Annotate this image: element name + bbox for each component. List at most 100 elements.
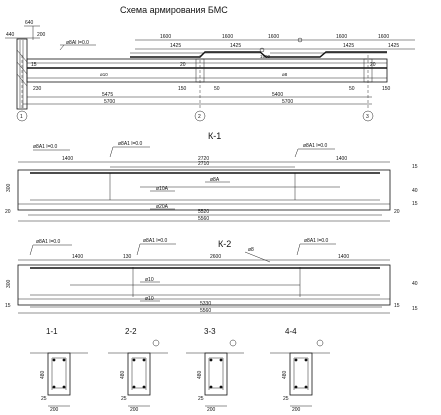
svg-text:15: 15 xyxy=(31,62,37,68)
svg-text:15: 15 xyxy=(412,201,418,207)
svg-text:15: 15 xyxy=(412,306,418,312)
svg-text:3-3: 3-3 xyxy=(204,327,216,336)
svg-text:1400: 1400 xyxy=(336,156,347,162)
beam-outline xyxy=(26,58,388,83)
svg-text:1-1: 1-1 xyxy=(46,327,58,336)
svg-text:5700: 5700 xyxy=(282,99,293,105)
svg-text:25: 25 xyxy=(283,396,289,402)
svg-text:200: 200 xyxy=(130,407,139,413)
svg-text:1400: 1400 xyxy=(62,156,73,162)
svg-text:1400: 1400 xyxy=(338,254,349,260)
svg-text:3: 3 xyxy=(366,114,369,120)
svg-text:230: 230 xyxy=(33,86,42,92)
svg-text:1425: 1425 xyxy=(170,43,181,49)
svg-text:5330: 5330 xyxy=(200,301,211,307)
axis-markers: 1 2 3 xyxy=(16,110,374,122)
svg-text:1600: 1600 xyxy=(222,34,233,40)
svg-text:150: 150 xyxy=(178,86,187,92)
svg-text:ø8A1 l=0.0: ø8A1 l=0.0 xyxy=(143,238,168,244)
k2-beam-body xyxy=(17,264,391,306)
rebar-label-top: ø8AI l=0.0 xyxy=(66,40,89,46)
svg-text:25: 25 xyxy=(198,396,204,402)
svg-text:480: 480 xyxy=(120,370,126,379)
svg-text:ø8A1 l=0.0: ø8A1 l=0.0 xyxy=(304,238,329,244)
svg-text:50: 50 xyxy=(349,86,355,92)
svg-text:ø8: ø8 xyxy=(248,247,254,253)
svg-text:25: 25 xyxy=(41,396,47,402)
svg-text:20: 20 xyxy=(394,209,400,215)
cut-3-3: 3-3 480 25 200 xyxy=(186,327,244,413)
svg-text:480: 480 xyxy=(40,370,46,379)
axis-2 xyxy=(194,110,206,122)
svg-text:ø10: ø10 xyxy=(145,296,154,302)
svg-text:ø8A1 l=0.0: ø8A1 l=0.0 xyxy=(33,144,58,150)
section-k2: К-2 ø8A1 l=0.0 ø8A1 l=0.0 ø8A1 l=0.0 ø8 … xyxy=(5,238,418,314)
svg-text:20: 20 xyxy=(5,209,11,215)
svg-text:1500: 1500 xyxy=(260,54,271,59)
svg-text:1425: 1425 xyxy=(230,43,241,49)
svg-text:15: 15 xyxy=(5,303,11,309)
svg-text:2: 2 xyxy=(198,114,201,120)
k1-beam-body xyxy=(17,169,391,211)
dim-left-440: 440 xyxy=(6,32,15,38)
svg-text:1600: 1600 xyxy=(336,34,347,40)
svg-text:15: 15 xyxy=(412,164,418,170)
svg-text:5520: 5520 xyxy=(198,209,209,215)
section-k1-title: К-1 xyxy=(208,131,221,141)
svg-text:ø8A1 l=0.0: ø8A1 l=0.0 xyxy=(303,143,328,149)
svg-text:1600: 1600 xyxy=(268,34,279,40)
svg-text:50: 50 xyxy=(214,86,220,92)
left-column xyxy=(16,38,28,110)
svg-text:ø20A: ø20A xyxy=(156,204,169,210)
section-k1: К-1 ø8A1 l=0.0 ø8A1 l=0.0 ø8A1 l=0.0 140… xyxy=(5,131,418,222)
dim-left-200: 200 xyxy=(37,32,46,38)
svg-text:480: 480 xyxy=(282,370,288,379)
cut-4-4: 4-4 480 25 200 xyxy=(270,327,330,413)
svg-text:2720: 2720 xyxy=(198,156,209,162)
svg-text:1425: 1425 xyxy=(388,43,399,49)
svg-text:200: 200 xyxy=(207,407,216,413)
cut-1-1: 1-1 480 25 200 xyxy=(30,327,88,413)
svg-text:2-2: 2-2 xyxy=(125,327,137,336)
top-dimension-chain: 1600 1600 1600 1600 1600 1425 1425 1425 … xyxy=(135,34,415,50)
svg-text:1: 1 xyxy=(20,114,23,120)
svg-text:200: 200 xyxy=(50,407,59,413)
cross-sections: 1-1 480 25 200 2-2 xyxy=(30,327,330,413)
svg-text:ø8A: ø8A xyxy=(210,177,220,183)
axis-3 xyxy=(362,110,374,122)
svg-text:150: 150 xyxy=(382,86,391,92)
section-k2-title: К-2 xyxy=(218,239,231,249)
svg-text:4-4: 4-4 xyxy=(285,327,297,336)
svg-text:ø10: ø10 xyxy=(100,72,108,77)
svg-text:40: 40 xyxy=(412,188,418,194)
cut-2-2: 2-2 480 25 200 xyxy=(108,327,168,413)
svg-text:ø8A1 l=0.0: ø8A1 l=0.0 xyxy=(36,239,61,245)
svg-text:20: 20 xyxy=(180,62,186,68)
svg-text:130: 130 xyxy=(123,254,132,260)
svg-text:200: 200 xyxy=(292,407,301,413)
svg-text:1400: 1400 xyxy=(72,254,83,260)
svg-text:1600: 1600 xyxy=(160,34,171,40)
svg-text:2600: 2600 xyxy=(210,254,221,260)
svg-text:5475: 5475 xyxy=(102,92,113,98)
scheme-title: Схема армирования БМС xyxy=(120,5,228,15)
svg-text:ø8: ø8 xyxy=(282,72,288,77)
svg-text:5560: 5560 xyxy=(198,216,209,222)
axis-1 xyxy=(16,110,28,122)
svg-text:2710: 2710 xyxy=(198,161,209,167)
svg-text:5700: 5700 xyxy=(104,99,115,105)
svg-text:25: 25 xyxy=(121,396,127,402)
svg-text:480: 480 xyxy=(197,370,203,379)
svg-text:5400: 5400 xyxy=(272,92,283,98)
svg-text:ø10A: ø10A xyxy=(156,186,169,192)
reinforcement-scheme: Схема армирования БМС 440 640 200 1600 1… xyxy=(5,5,415,122)
svg-text:20: 20 xyxy=(370,62,376,68)
svg-text:15: 15 xyxy=(394,303,400,309)
dim-left-640: 640 xyxy=(25,20,34,26)
svg-text:ø10: ø10 xyxy=(145,277,154,283)
svg-text:1425: 1425 xyxy=(343,43,354,49)
svg-text:300: 300 xyxy=(6,183,12,192)
svg-text:40: 40 xyxy=(412,281,418,287)
svg-text:1600: 1600 xyxy=(378,34,389,40)
